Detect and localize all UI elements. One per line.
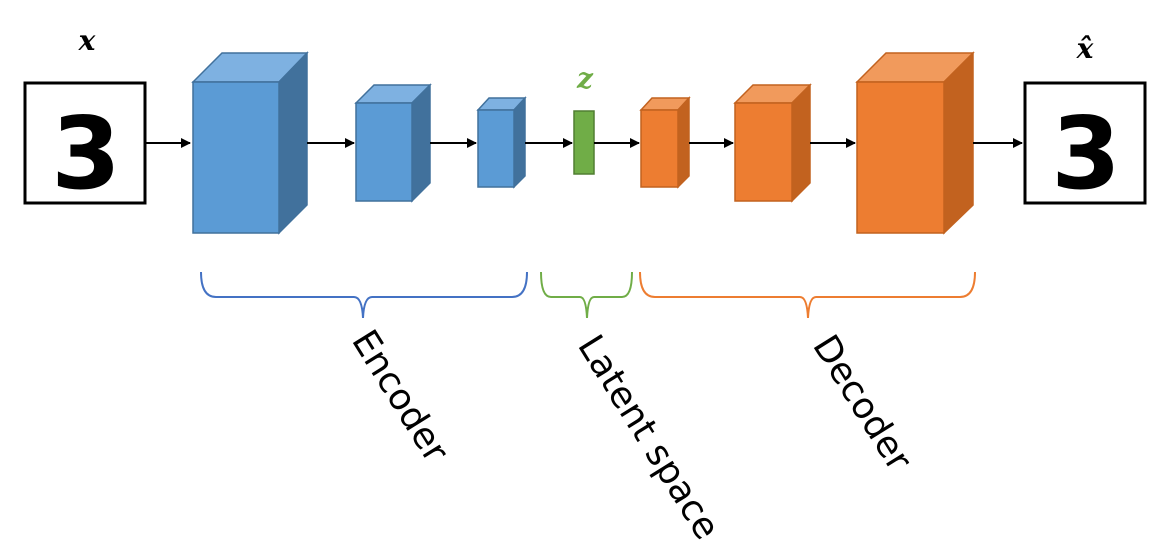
encoder-layer-3-side xyxy=(513,96,526,189)
latent-label: Latent space xyxy=(569,328,727,547)
input-digit: 3 xyxy=(51,95,121,212)
encoder-layer-1 xyxy=(191,51,309,235)
encoder-layer-2-side xyxy=(411,83,431,203)
decoder-layer-3 xyxy=(855,51,975,235)
decoder-layer-1 xyxy=(639,96,691,189)
decoder-brace xyxy=(639,271,976,319)
decoder-layer-1-front xyxy=(640,109,679,188)
encoder-brace xyxy=(200,271,528,319)
decoder-layer-2-side xyxy=(791,83,811,203)
encoder-layer-3-front xyxy=(477,109,515,188)
output-digit: 3 xyxy=(1051,95,1121,212)
decoder-layer-1-side xyxy=(677,96,690,189)
encoder-layer-3 xyxy=(476,96,527,189)
decoder-layer-2 xyxy=(733,83,812,203)
encoder-label: Encoder xyxy=(343,323,456,470)
output-symbol: x̂ xyxy=(1076,32,1094,65)
encoder-layer-2 xyxy=(354,83,432,203)
input-image: 3 xyxy=(23,81,147,212)
latent-symbol: z xyxy=(576,62,594,95)
encoder-layer-2-front xyxy=(355,102,413,202)
decoder-layer-3-side xyxy=(943,51,974,235)
latent-brace xyxy=(540,271,633,319)
decoder-layer-2-front xyxy=(734,102,793,202)
output-image: 3 xyxy=(1023,81,1147,212)
latent-vector xyxy=(573,110,595,175)
decoder-label: Decoder xyxy=(804,328,919,478)
decoder-layer-3-front xyxy=(856,81,945,234)
input-symbol: x xyxy=(78,24,96,57)
encoder-layer-1-front xyxy=(192,81,280,234)
encoder-layer-1-side xyxy=(278,51,308,235)
